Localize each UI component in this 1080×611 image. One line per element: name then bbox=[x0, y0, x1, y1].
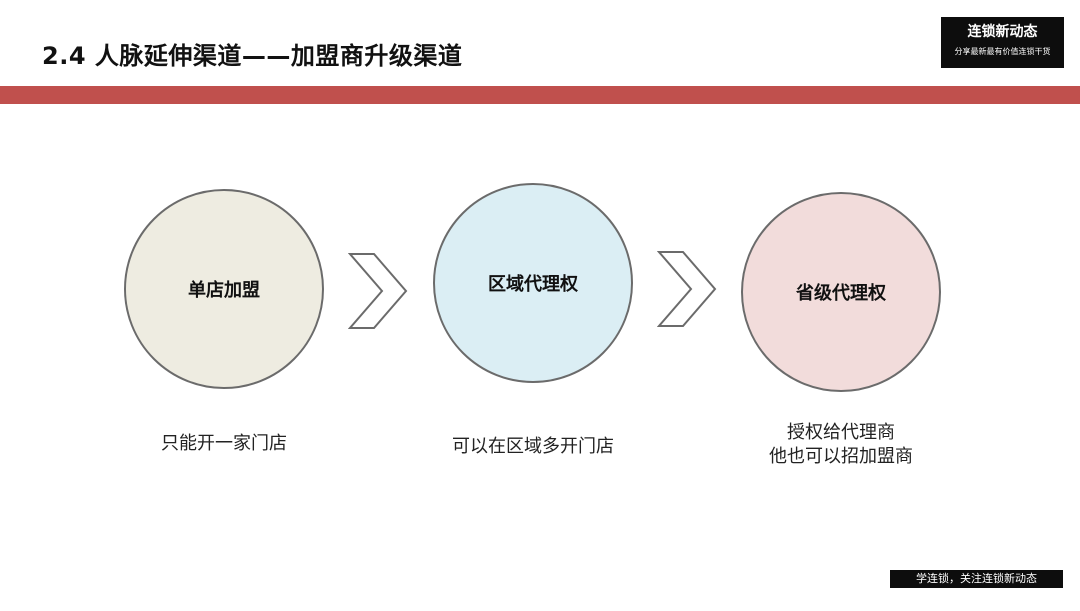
chevron-right-icon bbox=[657, 251, 717, 327]
step-circle-single-store: 单店加盟 bbox=[124, 189, 324, 389]
step-description-line: 授权给代理商 bbox=[787, 422, 895, 443]
logo-sub-text: 分享最新最有价值连锁干货 bbox=[954, 47, 1051, 56]
slide-title: 2.4 人脉延伸渠道——加盟商升级渠道 bbox=[42, 42, 463, 70]
step-description-line: 只能开一家门店 bbox=[161, 433, 287, 454]
step-label: 区域代理权 bbox=[488, 274, 578, 295]
step-description: 可以在区域多开门店 bbox=[433, 435, 633, 459]
step-circle-regional-agency: 区域代理权 bbox=[433, 183, 633, 383]
step-circle-provincial-agency: 省级代理权 bbox=[741, 192, 941, 392]
chevron-right-icon bbox=[348, 253, 408, 329]
step-label: 省级代理权 bbox=[796, 283, 886, 304]
step-label: 单店加盟 bbox=[188, 280, 260, 301]
step-description-line: 他也可以招加盟商 bbox=[769, 446, 913, 467]
title-divider-bar bbox=[0, 86, 1080, 104]
step-description: 授权给代理商 他也可以招加盟商 bbox=[741, 421, 941, 469]
logo-main-text: 连锁新动态 bbox=[967, 24, 1038, 40]
step-description: 只能开一家门店 bbox=[124, 432, 324, 456]
brand-logo: 连锁新动态 分享最新最有价值连锁干货 bbox=[941, 17, 1064, 68]
step-description-line: 可以在区域多开门店 bbox=[452, 436, 614, 457]
footer-tag: 学连锁，关注连锁新动态 bbox=[890, 570, 1063, 588]
